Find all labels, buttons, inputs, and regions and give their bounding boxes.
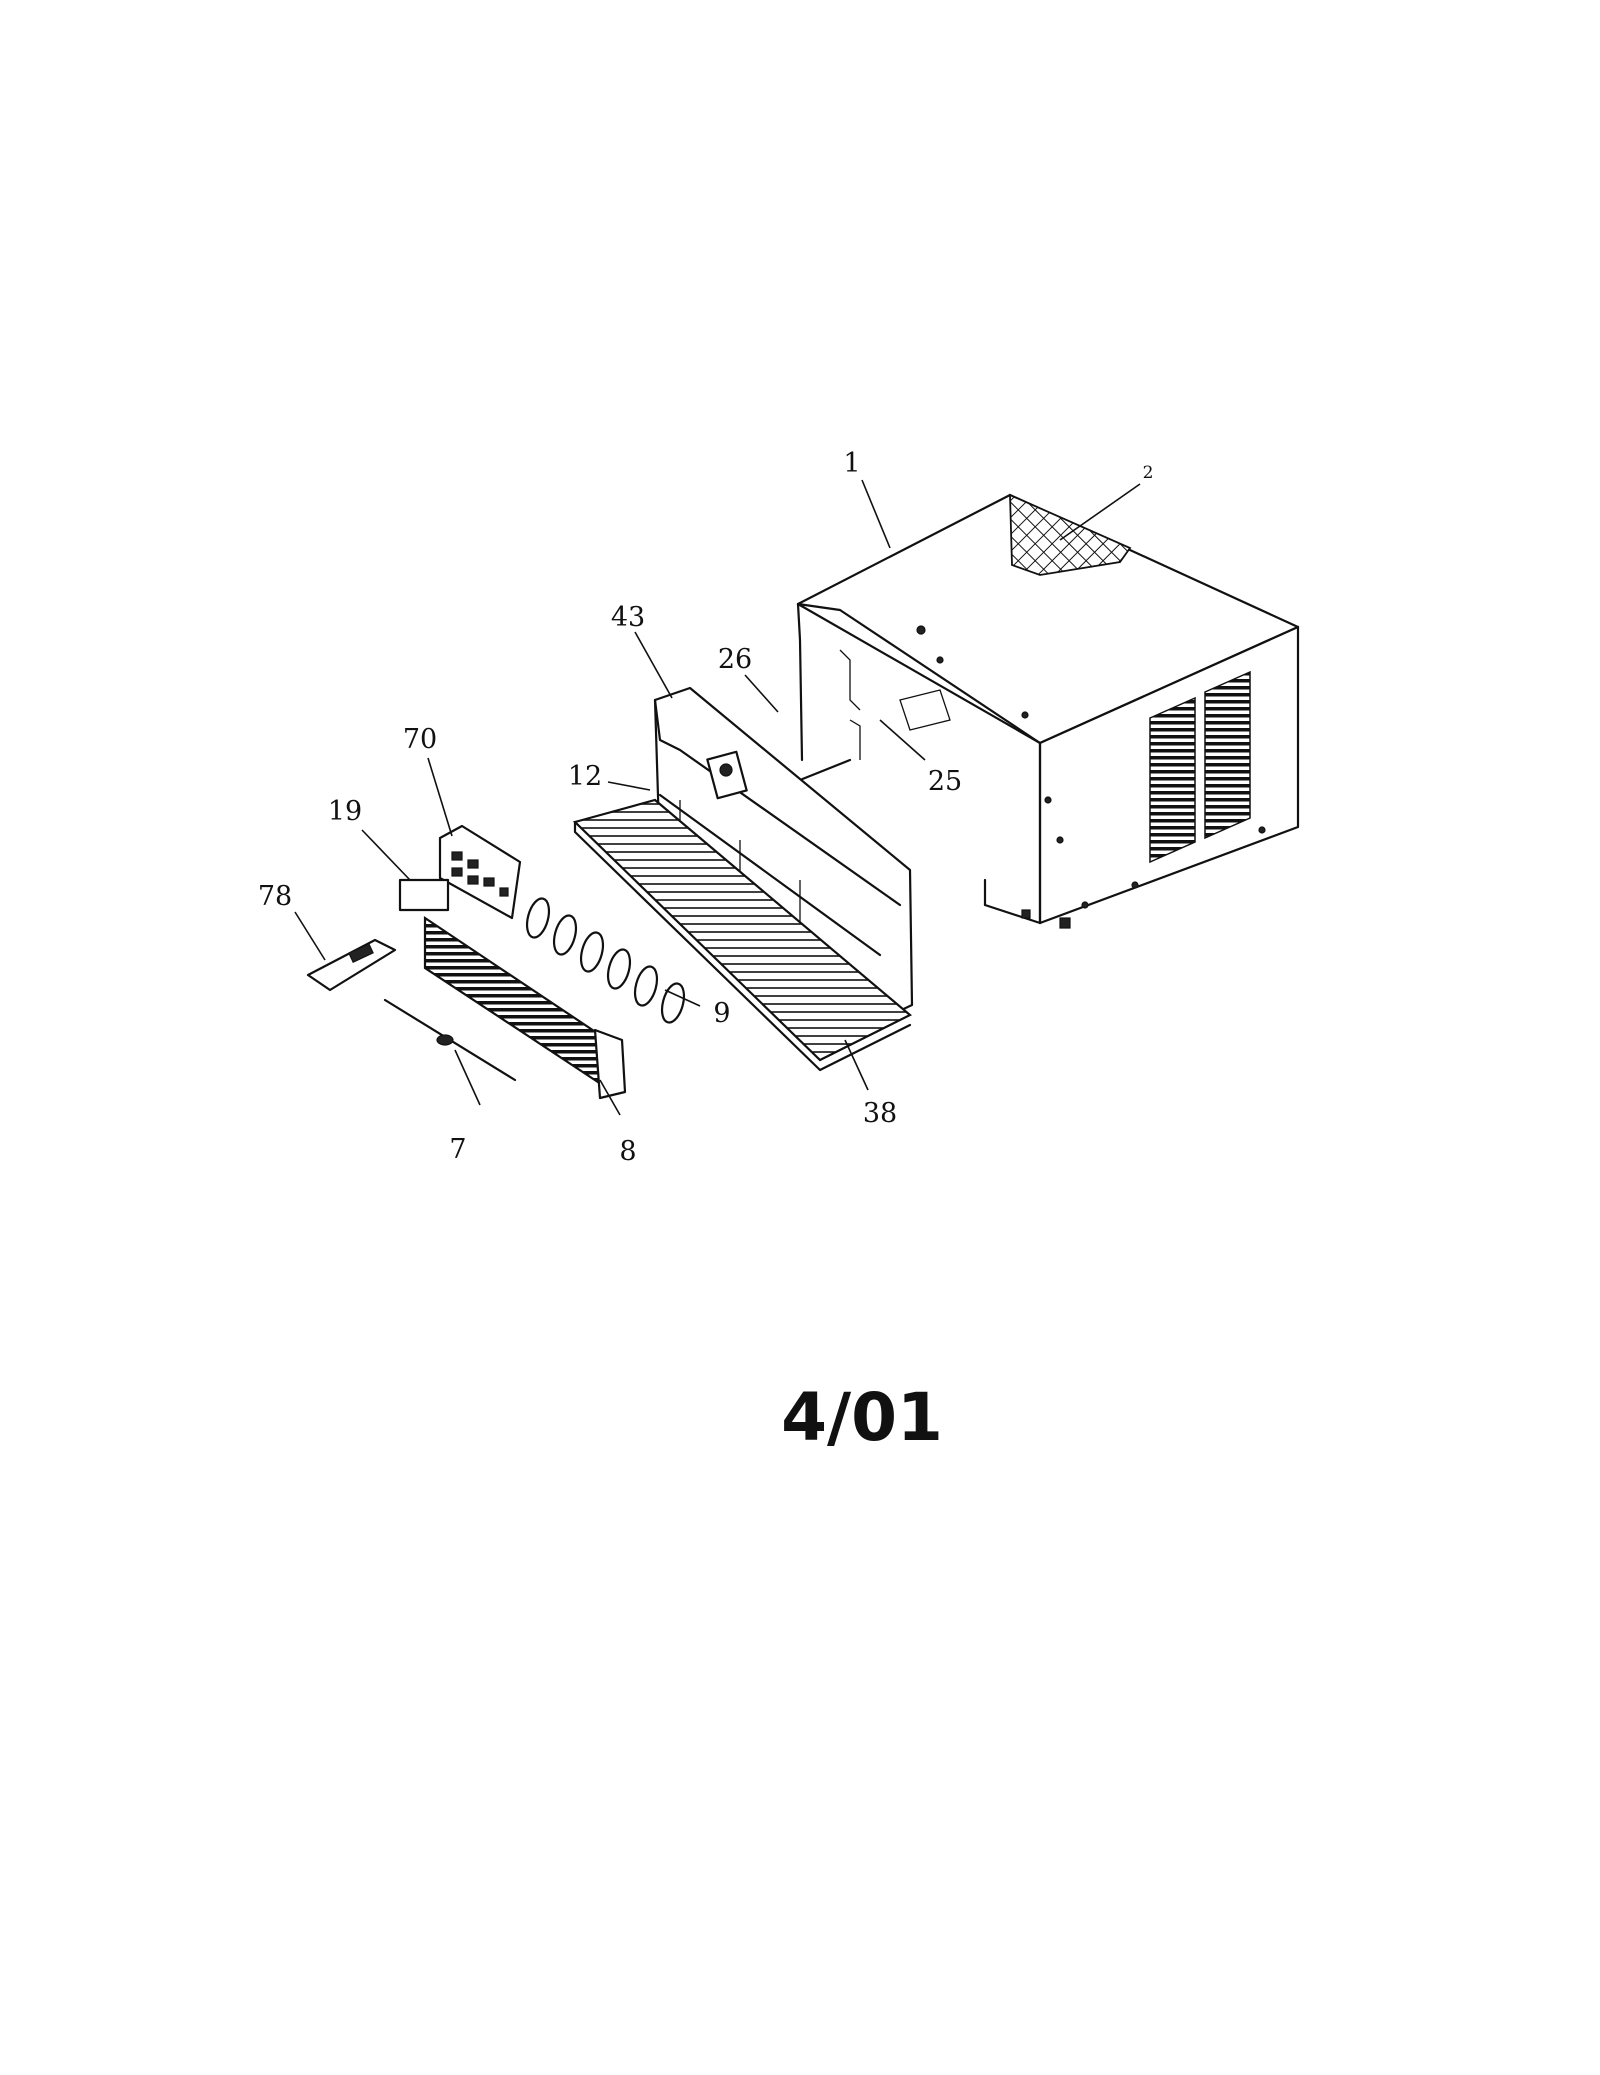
callout-12: 12	[568, 761, 602, 792]
callout-25: 25	[928, 766, 962, 797]
callout-1: 1	[843, 448, 860, 479]
leader-lines	[294, 479, 1141, 1116]
base-grate-part	[572, 798, 912, 1072]
callout-26: 26	[718, 644, 752, 675]
callout-70: 70	[403, 724, 437, 755]
callout-8: 8	[619, 1136, 636, 1167]
louvers-part	[525, 897, 686, 1024]
cabinet-part	[796, 493, 1300, 929]
callout-7: 7	[449, 1134, 466, 1165]
callout-2: 2	[1143, 463, 1154, 483]
grille-part	[423, 915, 627, 1100]
callout-9: 9	[713, 998, 730, 1029]
mesh-screen-part	[1009, 493, 1132, 576]
louver-rod-part	[383, 998, 517, 1082]
control-panel-part	[438, 824, 522, 920]
callout-78: 78	[258, 881, 292, 912]
label-part	[398, 878, 450, 912]
remote-control-part	[306, 938, 397, 992]
callout-19: 19	[328, 796, 362, 827]
date-code: 4/01	[781, 1379, 943, 1456]
callout-38: 38	[863, 1098, 897, 1129]
callout-43: 43	[611, 602, 645, 633]
side-vent-right	[1204, 670, 1251, 840]
side-vent-left	[1149, 696, 1196, 864]
